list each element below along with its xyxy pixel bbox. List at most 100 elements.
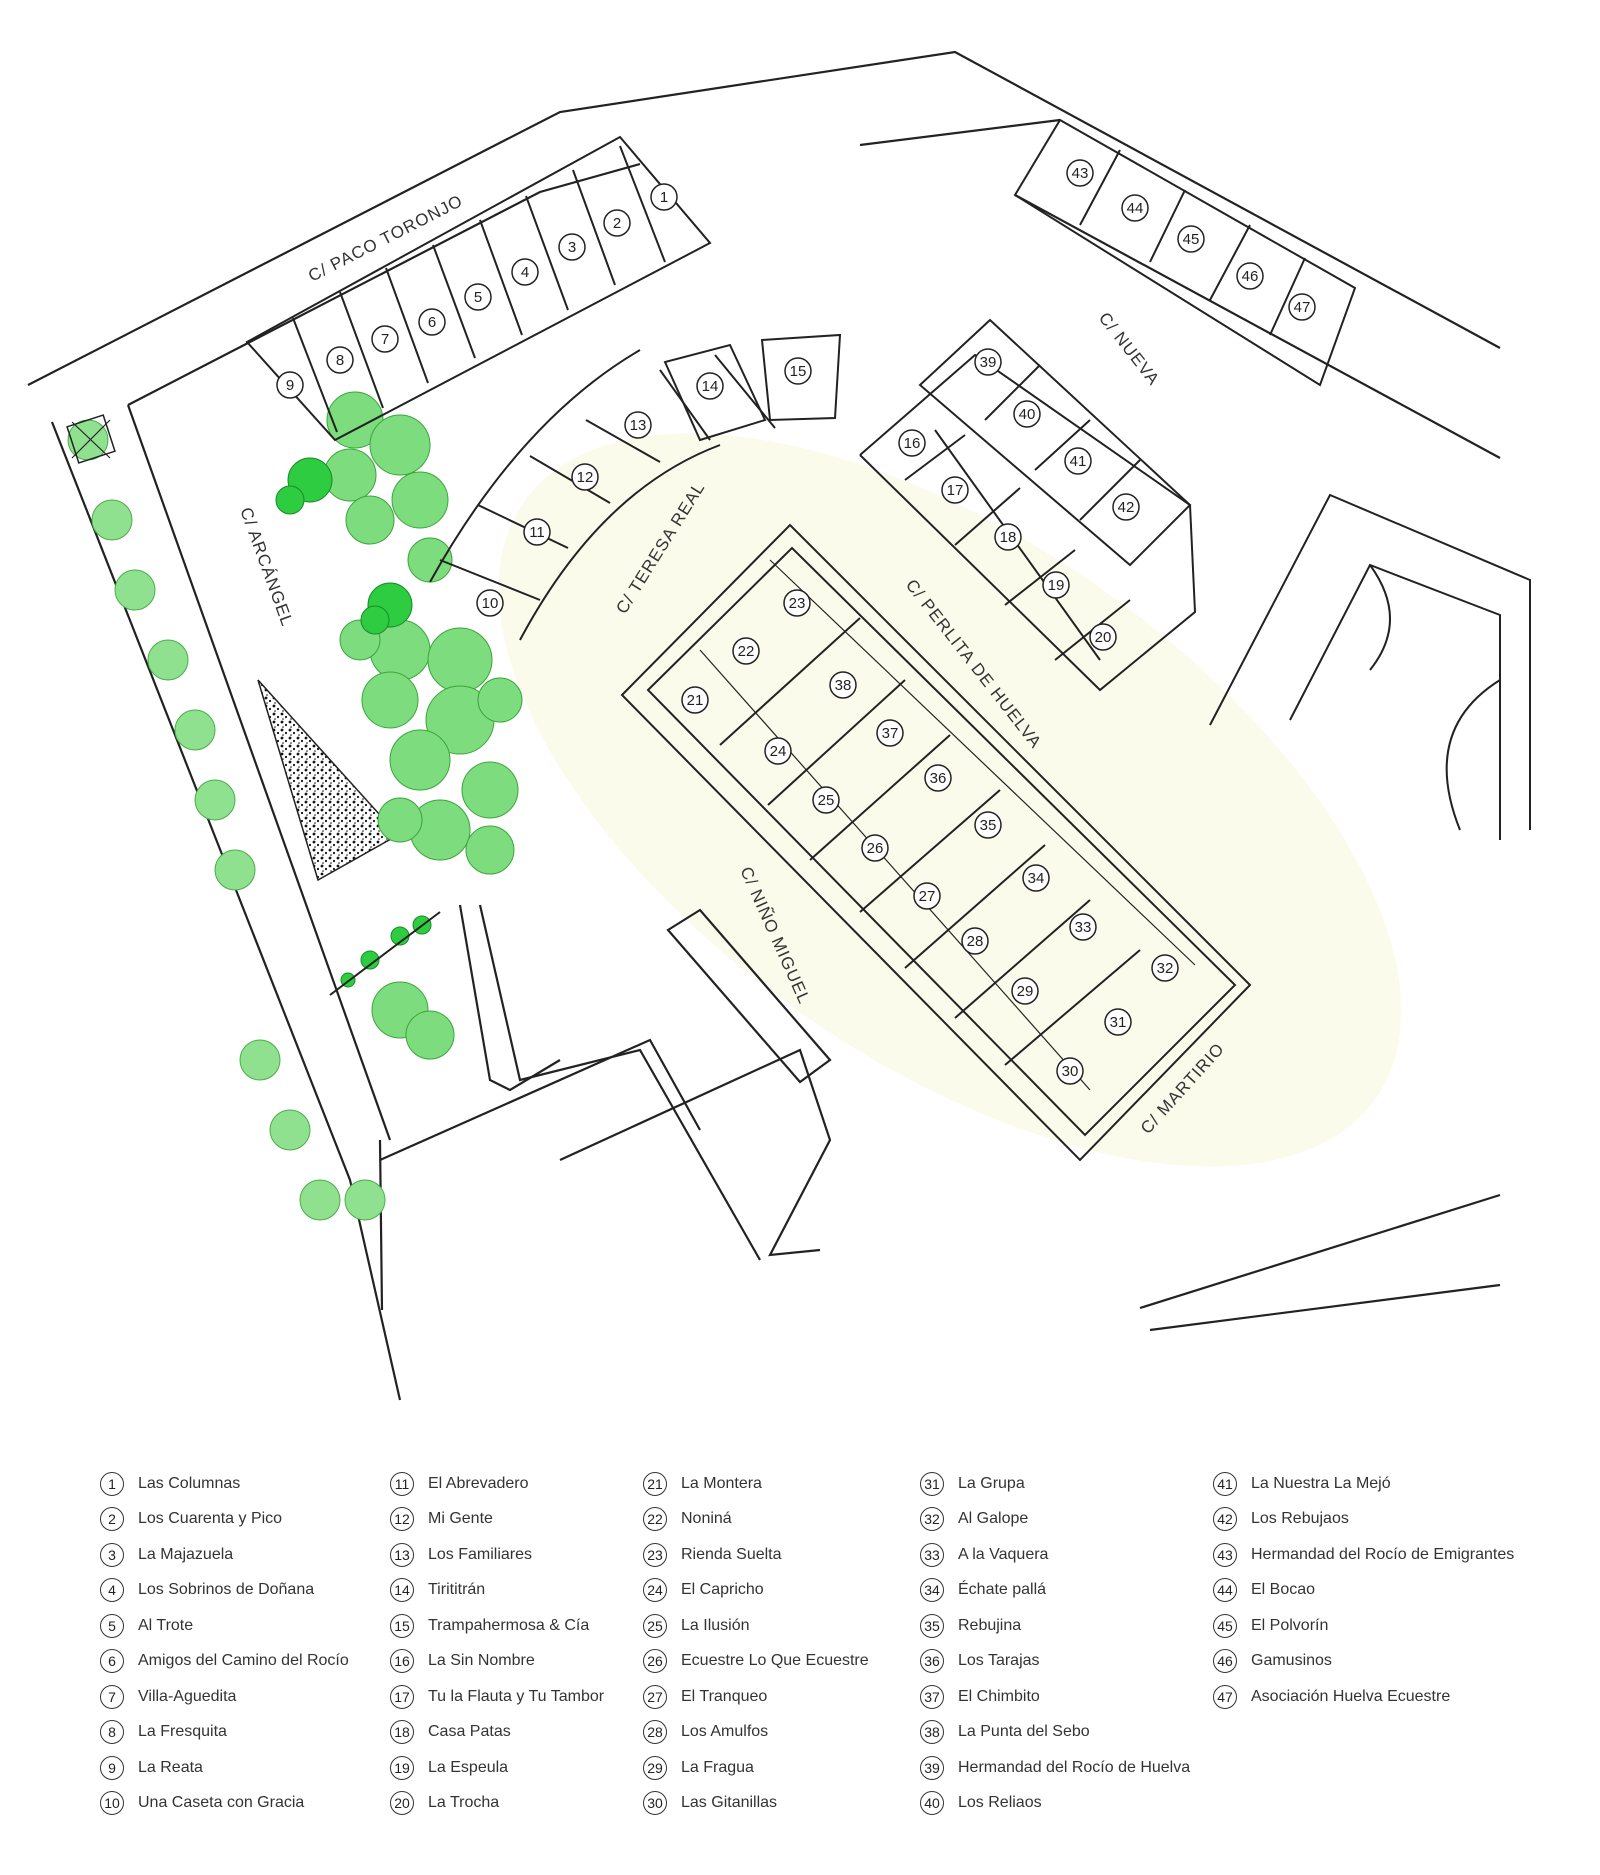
legend-label: Los Amulfos (681, 1723, 769, 1741)
legend-number: 43 (1213, 1542, 1237, 1567)
lot-marker-13: 13 (624, 411, 652, 439)
lot-marker-circle (924, 764, 952, 792)
lot-marker-5: 5 (464, 283, 492, 311)
lot-marker-circle (1121, 194, 1149, 222)
lot-marker-number: 26 (867, 840, 884, 857)
lot-marker-circle (783, 589, 811, 617)
legend-number: 12 (390, 1507, 414, 1532)
lot-marker-circle (276, 371, 304, 399)
lot-marker-circle (681, 686, 709, 714)
lot-marker-number: 23 (789, 595, 806, 612)
lot-marker-circle (1104, 1008, 1132, 1036)
legend-label: Las Gitanillas (681, 1794, 778, 1812)
legend-label: Villa-Aguedita (138, 1687, 237, 1705)
legend-label: La Grupa (958, 1474, 1025, 1492)
legend-label: Hermandad del Rocío de Emigrantes (1251, 1545, 1515, 1563)
legend-number: 24 (643, 1578, 667, 1603)
lot-marker-circle (974, 811, 1002, 839)
lot-marker-41: 41 (1064, 447, 1092, 475)
lot-marker-number: 5 (474, 289, 482, 306)
lot-marker-circle (1056, 1057, 1084, 1085)
lot-marker-number: 42 (1118, 499, 1135, 516)
legend-number: 8 (100, 1720, 124, 1745)
legend-number: 30 (643, 1791, 667, 1816)
lot-marker-number: 28 (967, 933, 984, 950)
lot-marker-42: 42 (1112, 493, 1140, 521)
legend-label: Asociación Huelva Ecuestre (1251, 1687, 1451, 1705)
legend-number: 27 (643, 1684, 667, 1709)
lot-marker-number: 25 (818, 792, 835, 809)
lot-marker-number: 16 (904, 435, 921, 452)
legend-item: 33 A la Vaquera (920, 1537, 1190, 1573)
gravel-area (257, 679, 400, 882)
legend-number: 19 (390, 1755, 414, 1780)
legend-label: Amigos del Camino del Rocío (138, 1652, 349, 1670)
lot-marker-number: 13 (630, 417, 647, 434)
legend-number: 1 (100, 1471, 124, 1496)
legend-number: 41 (1213, 1471, 1237, 1496)
lot-marker-1: 1 (650, 183, 678, 211)
legend-number: 13 (390, 1542, 414, 1567)
legend-number: 45 (1213, 1613, 1237, 1638)
legend-number: 7 (100, 1684, 124, 1709)
lot-marker-46: 46 (1236, 262, 1264, 290)
lot-frames (245, 118, 1357, 1162)
legend-item: 19 La Espeula (390, 1750, 604, 1786)
lot-marker-circle (812, 786, 840, 814)
lot-marker-circle (1022, 864, 1050, 892)
lot-marker-number: 27 (919, 888, 936, 905)
lot-marker-number: 45 (1183, 231, 1200, 248)
lot-marker-24: 24 (764, 737, 792, 765)
legend-label: Los Reliaos (958, 1794, 1042, 1812)
lot-marker-number: 21 (687, 692, 704, 709)
lot-marker-circle (974, 348, 1002, 376)
legend-number: 16 (390, 1649, 414, 1674)
legend-item: 34 Échate pallá (920, 1573, 1190, 1609)
legend-label: El Tranqueo (681, 1687, 768, 1705)
lot-marker-34: 34 (1022, 864, 1050, 892)
legend-label: Gamusinos (1251, 1652, 1332, 1670)
legend-label: Los Cuarenta y Pico (138, 1510, 283, 1528)
lot-marker-number: 3 (568, 239, 576, 256)
lot-marker-7: 7 (371, 325, 399, 353)
legend-number: 35 (920, 1613, 944, 1638)
legend-label: Tu la Flauta y Tu Tambor (428, 1687, 605, 1705)
legend-number: 33 (920, 1542, 944, 1567)
lot-marker-circle (784, 357, 812, 385)
legend-label: Rebujina (958, 1616, 1022, 1634)
legend-label: A la Vaquera (958, 1545, 1049, 1563)
legend-label: Échate pallá (958, 1581, 1047, 1599)
legend-number: 34 (920, 1578, 944, 1603)
lot-marker-number: 30 (1062, 1063, 1079, 1080)
legend-item: 7 Villa-Aguedita (100, 1679, 349, 1715)
lot-marker-circle (913, 882, 941, 910)
legend-label: El Chimbito (958, 1687, 1040, 1705)
legend-number: 11 (390, 1471, 414, 1496)
lot-marker-number: 37 (882, 725, 899, 742)
legend-label: La Espeula (428, 1758, 509, 1776)
lot-marker-number: 18 (1000, 529, 1017, 546)
lot-marker-27: 27 (913, 882, 941, 910)
lot-marker-circle (764, 737, 792, 765)
legend-item: 43 Hermandad del Rocío de Emigrantes (1213, 1537, 1514, 1573)
legend-label: La Sin Nombre (428, 1652, 535, 1670)
lot-marker-circle (696, 372, 724, 400)
legend-label: Rienda Suelta (681, 1545, 782, 1563)
legend-label: Los Rebujaos (1251, 1510, 1349, 1528)
fair-ground (498, 433, 1402, 1167)
